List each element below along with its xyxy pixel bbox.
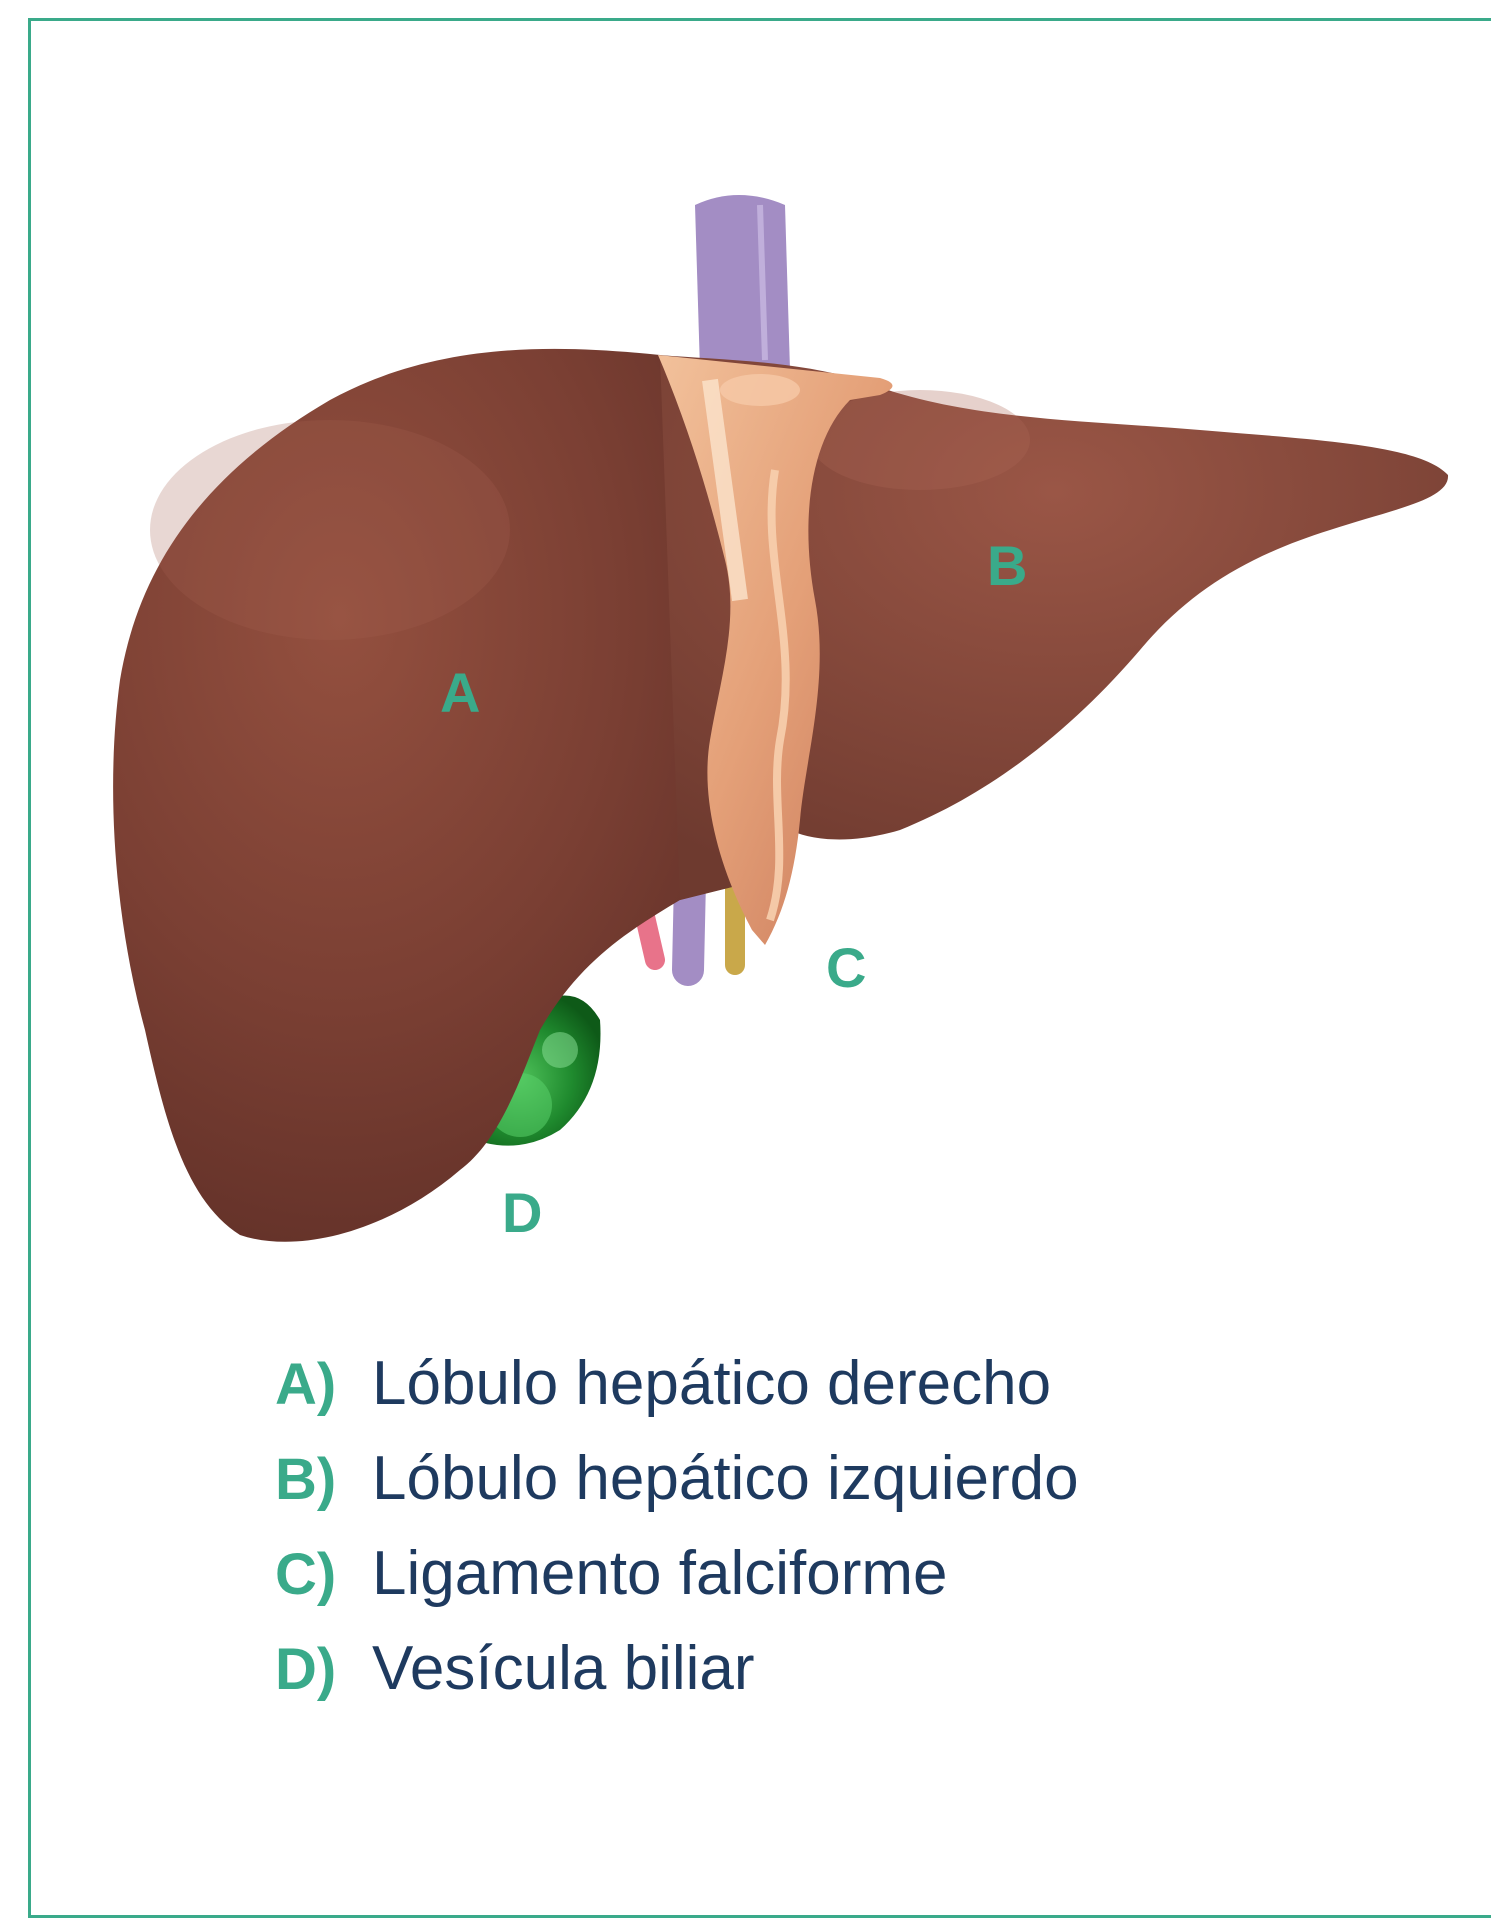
label-b: B — [987, 538, 1027, 594]
legend-text: Lóbulo hepático izquierdo — [372, 1443, 1079, 1514]
legend-item: D) Vesícula biliar — [275, 1633, 1079, 1728]
legend-key: C) — [275, 1541, 372, 1608]
legend-key: B) — [275, 1446, 372, 1513]
legend-key: D) — [275, 1636, 372, 1703]
vena-cava — [695, 195, 790, 370]
legend-item: A) Lóbulo hepático derecho — [275, 1348, 1079, 1443]
label-a: A — [440, 665, 480, 721]
legend-item: B) Lóbulo hepático izquierdo — [275, 1443, 1079, 1538]
label-c: C — [826, 940, 866, 996]
legend-text: Vesícula biliar — [372, 1633, 755, 1704]
legend-text: Lóbulo hepático derecho — [372, 1348, 1051, 1419]
liver-illustration — [0, 0, 1491, 1300]
legend: A) Lóbulo hepático derecho B) Lóbulo hep… — [275, 1348, 1079, 1728]
label-d: D — [502, 1185, 542, 1241]
legend-item: C) Ligamento falciforme — [275, 1538, 1079, 1633]
legend-text: Ligamento falciforme — [372, 1538, 948, 1609]
legend-key: A) — [275, 1351, 372, 1418]
